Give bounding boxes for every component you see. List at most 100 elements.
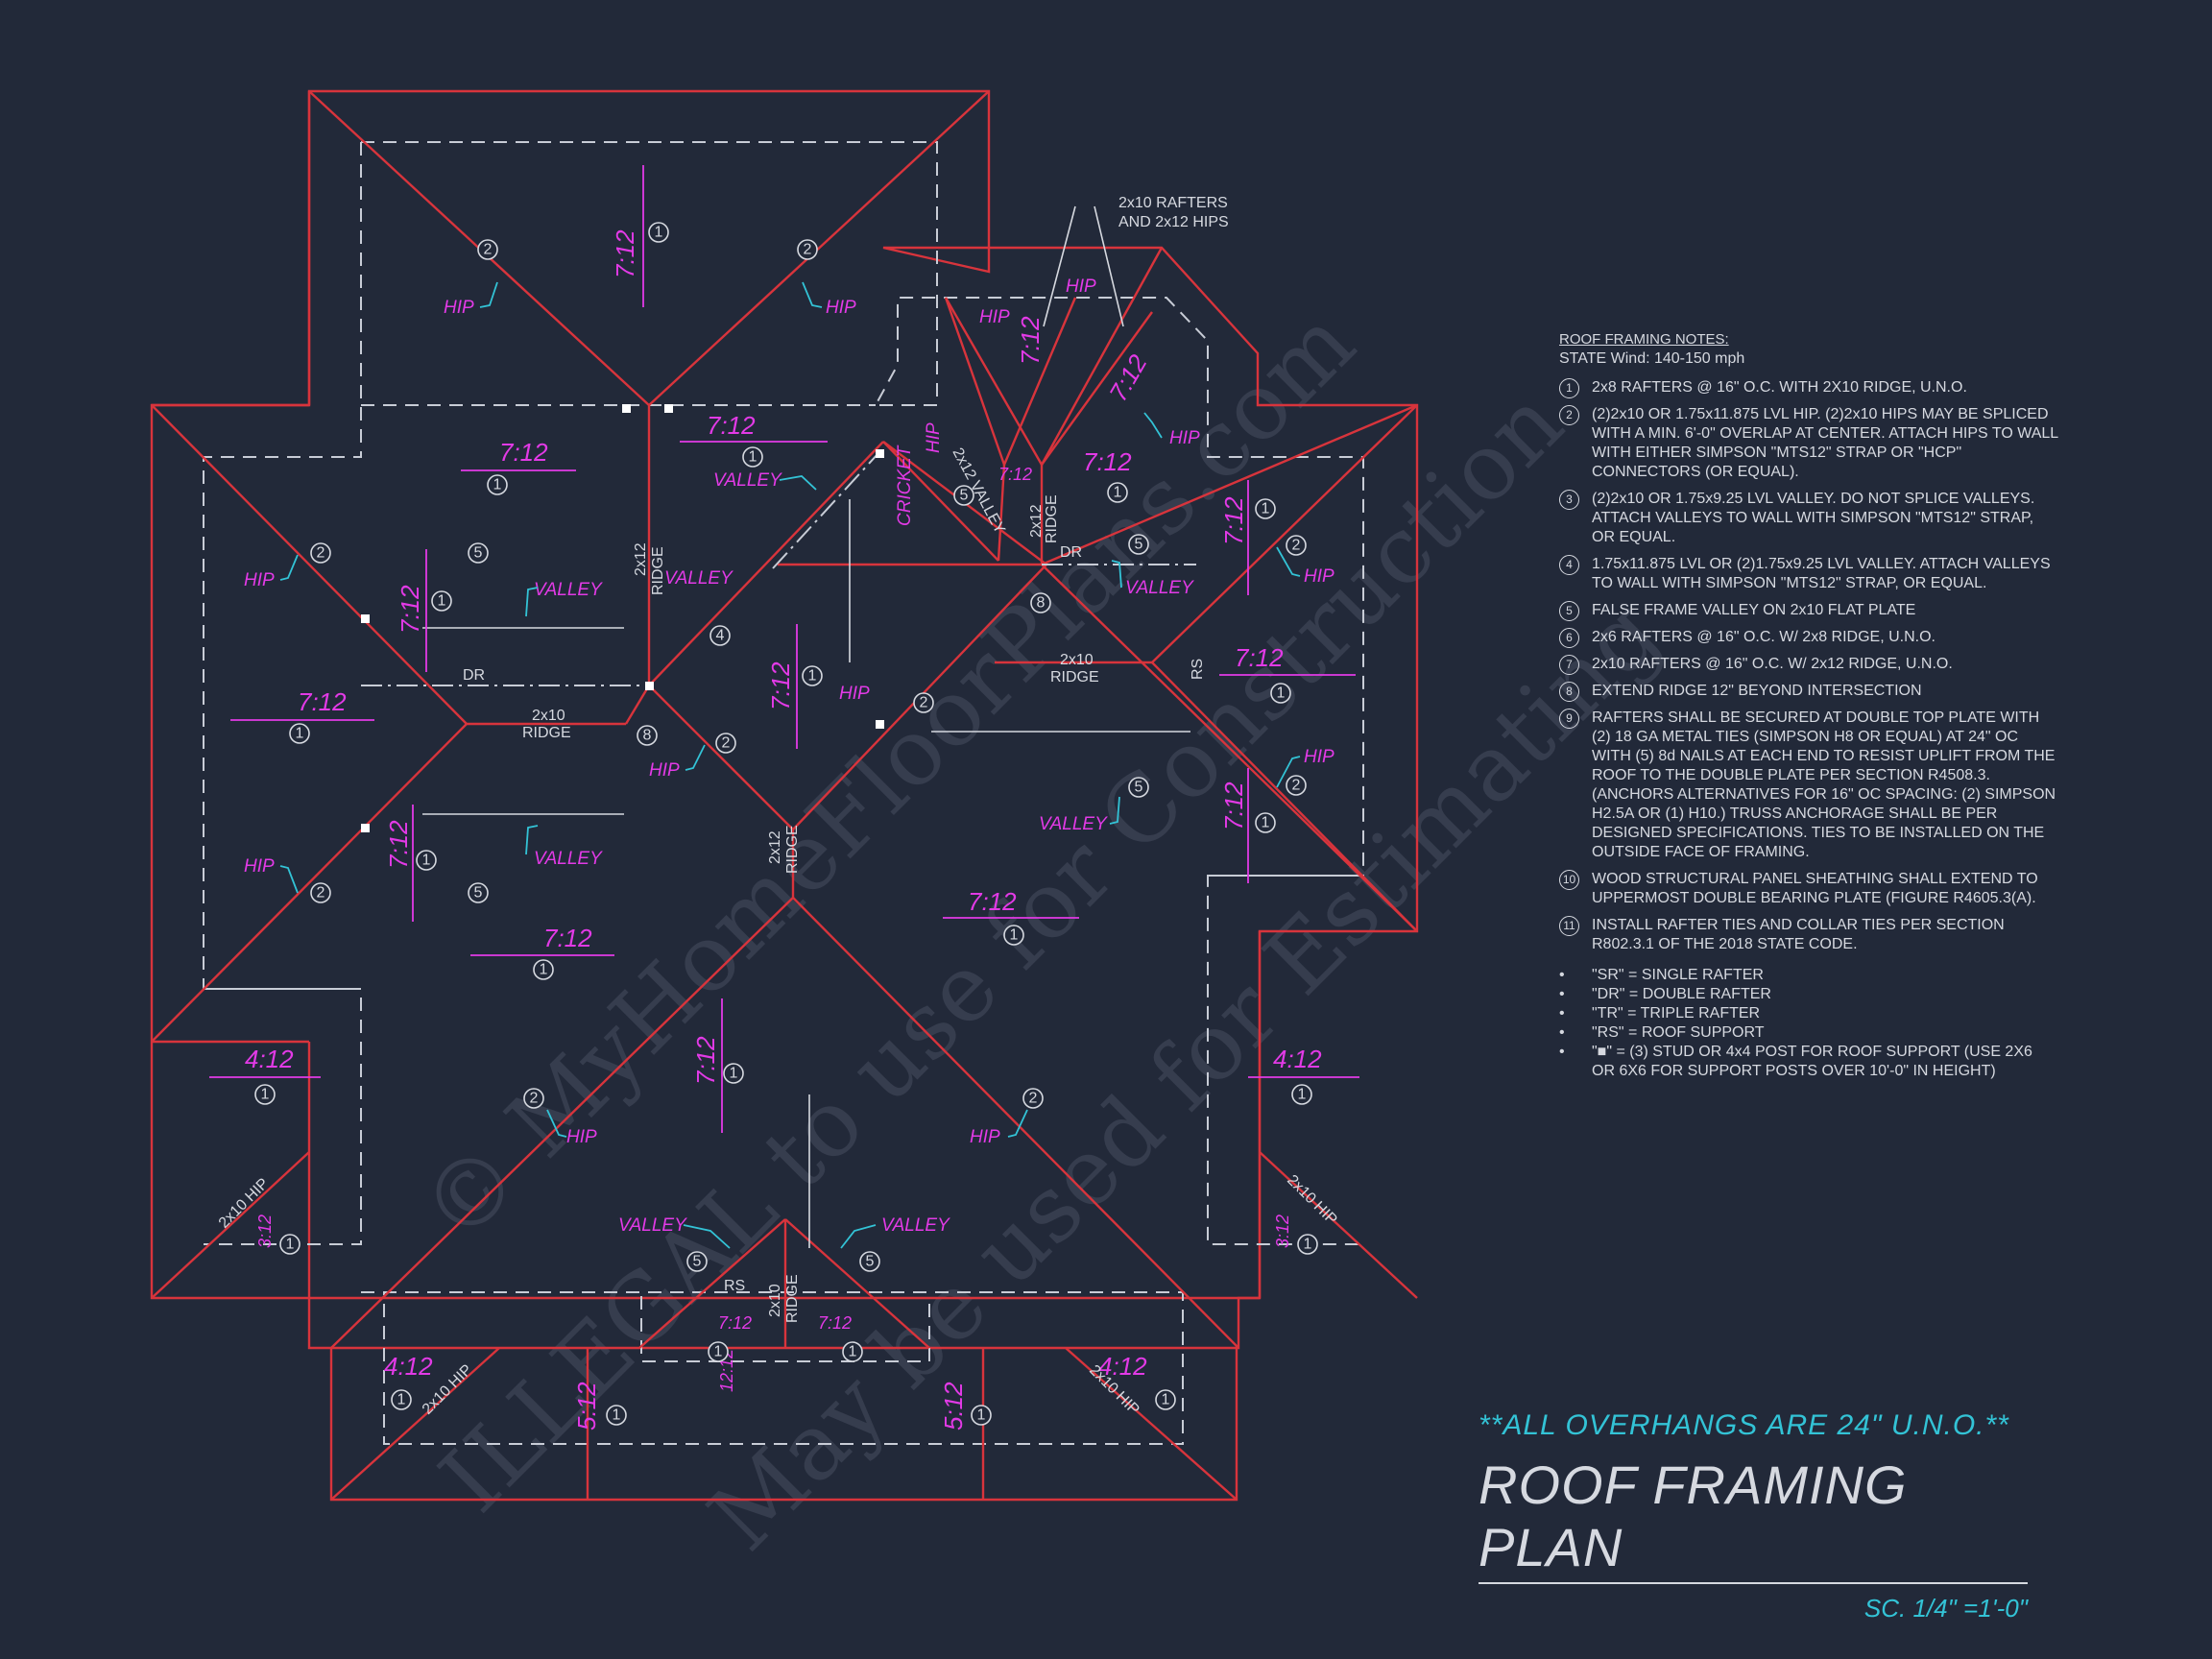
legend-text: "■" = (3) STUD OR 4x4 POST FOR ROOF SUPP… — [1592, 1044, 2032, 1079]
hip-label: HIP — [566, 1127, 597, 1147]
svg-text:4: 4 — [716, 628, 725, 644]
wind-note: STATE Wind: 140-150 mph — [1559, 350, 1745, 367]
post-marker — [361, 614, 370, 623]
pitch-label: 7:12 — [396, 585, 424, 634]
dr-label: DR — [1060, 544, 1082, 561]
pitch-label: 4:12 — [1273, 1045, 1322, 1073]
svg-text:1: 1 — [1114, 485, 1122, 501]
pitch-label: 7:12 — [1016, 316, 1045, 365]
svg-text:2: 2 — [317, 545, 325, 562]
notes-heading: ROOF FRAMING NOTES: — [1559, 331, 1729, 348]
legend-text: "RS" = ROOF SUPPORT — [1592, 1024, 1765, 1041]
legend-item: •"TR" = TRIPLE RAFTER — [1559, 1005, 1761, 1022]
hip-label: HIP — [839, 684, 870, 704]
note-number: 4 — [1559, 555, 1579, 575]
hip-label: HIP — [1304, 566, 1334, 587]
note-marker: 5 — [468, 542, 489, 564]
ridge-label: RIDGE — [784, 825, 801, 874]
svg-text:1: 1 — [655, 225, 663, 241]
pitch-label: 7:12 — [611, 229, 639, 278]
rafters-callout: 2x10 RAFTERS — [1118, 195, 1228, 211]
note-item: 3(2)2x10 OR 1.75x9.25 LVL VALLEY. DO NOT… — [1559, 490, 2058, 547]
svg-text:1: 1 — [849, 1344, 857, 1360]
note-text: (2)2x10 OR 1.75x9.25 LVL VALLEY. DO NOT … — [1592, 491, 2035, 545]
svg-text:2: 2 — [530, 1091, 539, 1107]
legend-text: "TR" = TRIPLE RAFTER — [1592, 1005, 1761, 1022]
ridge-label: RIDGE — [1050, 669, 1099, 685]
pitch-label: 7:12 — [1219, 496, 1248, 545]
note-marker: 2 — [310, 882, 331, 903]
note-marker: 1 — [487, 474, 508, 495]
svg-text:1: 1 — [613, 1407, 621, 1424]
note-text: 2x6 RAFTERS @ 16" O.C. W/ 2x8 RIDGE, U.N… — [1592, 629, 1936, 645]
svg-text:8: 8 — [643, 728, 652, 744]
hip-label: HIP — [1066, 276, 1096, 297]
note-markers: 1 2 2 1 1 2 5 1 4 1 1 8 2 2 1 2 5 1 1 5 … — [254, 222, 1318, 1426]
svg-text:1: 1 — [397, 1392, 406, 1408]
pitch-arrows — [209, 165, 1359, 1133]
drawing-title: ROOF FRAMING PLAN — [1479, 1454, 2028, 1584]
note-marker: 5 — [953, 485, 974, 506]
hip-label: HIP — [244, 570, 275, 590]
svg-text:2: 2 — [1292, 778, 1301, 794]
svg-text:1: 1 — [977, 1407, 986, 1424]
note-marker: 1 — [1270, 683, 1291, 704]
pitch-label: 7:12 — [968, 887, 1017, 916]
pitch-label: 5:12 — [939, 1382, 968, 1431]
hip-label: HIP — [1169, 428, 1200, 448]
note-marker: 1 — [1003, 925, 1024, 946]
note-marker: 2 — [1286, 535, 1307, 556]
ridge-size: 2x12 — [1028, 504, 1045, 538]
label-leaders — [279, 281, 1301, 1249]
note-text: INSTALL RAFTER TIES AND COLLAR TIES PER … — [1592, 917, 2005, 952]
note-text: RAFTERS SHALL BE SECURED AT DOUBLE TOP P… — [1592, 709, 2056, 860]
pitch-label: 7:12 — [384, 820, 413, 869]
abbreviation-legend: •"SR" = SINGLE RAFTER •"DR" = DOUBLE RAF… — [1559, 966, 2058, 1081]
svg-text:1: 1 — [1262, 501, 1270, 517]
valley-label: VALLEY — [713, 470, 782, 491]
note-marker: 1 — [254, 1084, 276, 1105]
note-marker: 5 — [859, 1251, 880, 1272]
note-marker: 1 — [1255, 812, 1276, 833]
pitch-label: 7:12 — [998, 465, 1032, 484]
note-marker: 1 — [606, 1405, 627, 1426]
svg-text:2: 2 — [920, 695, 928, 711]
note-text: 2x8 RAFTERS @ 16" O.C. WITH 2X10 RIDGE, … — [1592, 379, 1967, 396]
pitch-label: 7:12 — [707, 411, 756, 440]
note-marker: 2 — [715, 733, 736, 754]
note-text: EXTEND RIDGE 12" BEYOND INTERSECTION — [1592, 683, 1922, 699]
note-marker: 1 — [842, 1341, 863, 1362]
note-text: FALSE FRAME VALLEY ON 2x10 FLAT PLATE — [1592, 602, 1916, 618]
note-marker: 5 — [1128, 534, 1149, 555]
note-text: WOOD STRUCTURAL PANEL SHEATHING SHALL EX… — [1592, 871, 2038, 906]
valley-label: VALLEY — [1039, 814, 1108, 834]
note-marker: 2 — [1022, 1088, 1044, 1109]
legend-item: •"RS" = ROOF SUPPORT — [1559, 1024, 1765, 1041]
note-text: 2x10 RAFTERS @ 16" O.C. W/ 2x12 RIDGE, U… — [1592, 656, 1953, 672]
post-marker — [645, 682, 654, 690]
svg-text:1: 1 — [808, 668, 817, 685]
legend-text: "SR" = SINGLE RAFTER — [1592, 967, 1764, 983]
ridge-label: RIDGE — [1044, 494, 1060, 543]
post-marker — [876, 720, 884, 729]
svg-text:1: 1 — [730, 1066, 738, 1082]
pitch-label: 4:12 — [245, 1045, 294, 1073]
svg-text:5: 5 — [474, 545, 483, 562]
cricket-label: CRICKET — [895, 445, 915, 526]
note-marker: 1 — [1107, 482, 1128, 503]
svg-text:5: 5 — [1135, 780, 1143, 796]
drawing-scale: SC. 1/4" =1'-0" — [1863, 1594, 2028, 1623]
note-marker: 5 — [686, 1251, 708, 1272]
watermark-line-2: ILLEGAL to use for Construction — [420, 369, 1583, 1532]
pitch-label: 3:12 — [255, 1214, 275, 1248]
valley-label: VALLEY — [534, 849, 603, 869]
svg-text:1: 1 — [1304, 1237, 1312, 1253]
overhang-note: **ALL OVERHANGS ARE 24" U.N.O.** — [1479, 1409, 2009, 1441]
pitch-label: 7:12 — [691, 1036, 720, 1085]
post-marker — [622, 404, 631, 413]
